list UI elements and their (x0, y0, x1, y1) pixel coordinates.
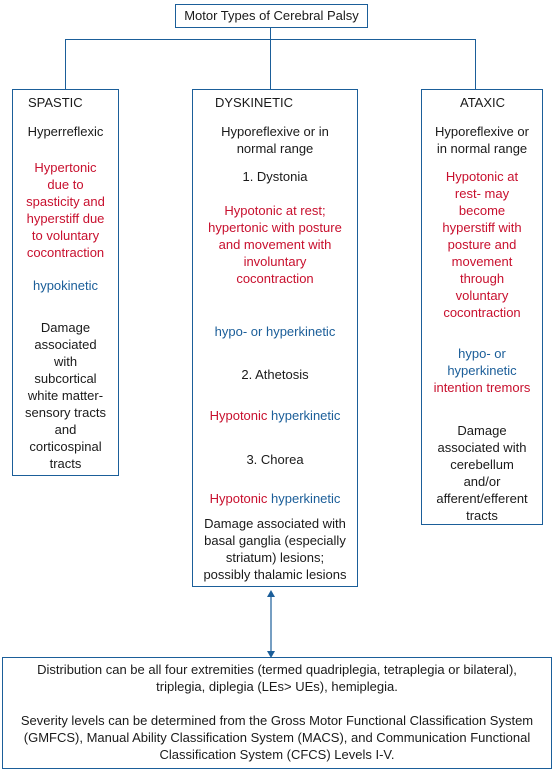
ataxic-tone: Hypotonic at rest- may become hyperstiff… (422, 168, 542, 321)
athetosis-tone-kinetic: Hypotonic hyperkinetic (193, 407, 357, 424)
ataxic-kinetic-line: hyperkinetic (447, 363, 517, 378)
ataxic-damage-line: associated with (437, 440, 527, 455)
ataxic-damage-line: Damage (457, 423, 507, 438)
chorea-tone: Hypotonic (209, 491, 268, 506)
chorea-kinetic: hyperkinetic (271, 491, 341, 506)
ataxic-damage-line: afferent/efferent (436, 491, 528, 506)
spastic-damage-line: with (53, 354, 78, 369)
spastic-damage-line: and (54, 422, 77, 437)
ataxic-damage-line: tracts (466, 508, 498, 523)
ataxic-tone-line: posture and (447, 237, 517, 252)
distribution-line: triplegia, diplegia (LEs> UEs), hemipleg… (156, 679, 398, 694)
dyskinetic-damage-line: striatum) lesions; (225, 550, 325, 565)
dystonia-tone-line: Hypotonic at rest; (224, 203, 326, 218)
spastic-damage-line: corticospinal (29, 439, 102, 454)
spastic-tone-line: hyperstiff due (26, 211, 105, 226)
distribution-line: Distribution can be all four extremities… (37, 662, 517, 677)
dyskinetic-damage-line: basal ganglia (especially (204, 533, 346, 548)
dyskinetic-heading: DYSKINETIC (215, 95, 294, 110)
dystonia-kinetic: hypo- or hyperkinetic (214, 324, 336, 339)
dyskinetic-reflex-line: normal range (236, 141, 314, 156)
spastic-damage: Damage associated with subcortical white… (13, 319, 118, 472)
ataxic-tone-line: cocontraction (443, 305, 521, 320)
dystonia-label: 1. Dystonia (242, 169, 308, 184)
spastic-damage-line: Damage (40, 320, 91, 335)
dyskinetic-damage-line: Damage associated with (204, 516, 346, 531)
spastic-heading: SPASTIC (28, 95, 83, 110)
spastic-connector-line (65, 39, 66, 89)
dyskinetic-reflex-line: Hyporeflexive or in (221, 124, 329, 139)
distribution-severity-box: Distribution can be all four extremities… (2, 657, 552, 769)
spastic-box: SPASTIC Hyperreflexic Hypertonic due to … (12, 89, 119, 476)
spastic-tone: Hypertonic due to spasticity and hyperst… (13, 159, 118, 261)
ataxic-connector-line (475, 39, 476, 89)
ataxic-kinetic-line: hypo- or (458, 346, 506, 361)
ataxic-reflex-line: in normal range (436, 141, 528, 156)
dyskinetic-damage: Damage associated with basal ganglia (es… (193, 515, 357, 583)
ataxic-kinetic: hypo- or hyperkinetic intention tremors (422, 345, 542, 396)
dystonia-tone-line: and movement with (218, 237, 332, 252)
spastic-kinetic: hypokinetic (32, 278, 99, 293)
dystonia-tone-line: involuntary (243, 254, 307, 269)
distribution-text: Distribution can be all four extremities… (9, 661, 545, 695)
severity-line: (GMFCS), Manual Ability Classification S… (23, 730, 531, 745)
dyskinetic-connector-line (270, 39, 271, 89)
ataxic-tone-line: rest- may (454, 186, 510, 201)
athetosis-label: 2. Athetosis (241, 367, 309, 382)
severity-line: Severity levels can be determined from t… (20, 713, 534, 728)
dyskinetic-box: DYSKINETIC Hyporeflexive or in normal ra… (192, 89, 358, 587)
title-connector-line (270, 28, 271, 39)
spastic-damage-line: white matter- (27, 388, 104, 403)
athetosis-kinetic: hyperkinetic (271, 408, 341, 423)
chorea-label: 3. Chorea (246, 452, 304, 467)
ataxic-reflex: Hyporeflexive or in normal range (422, 123, 542, 157)
ataxic-damage-line: and/or (463, 474, 501, 489)
spastic-damage-line: sensory tracts (25, 405, 106, 420)
ataxic-tone-line: voluntary (455, 288, 509, 303)
dystonia-tone-line: hypertonic with posture (208, 220, 342, 235)
ataxic-box: ATAXIC Hyporeflexive or in normal range … (421, 89, 543, 525)
spastic-damage-line: associated (34, 337, 97, 352)
ataxic-reflex-line: Hyporeflexive or (435, 124, 529, 139)
ataxic-kinetic-line: intention tremors (433, 380, 531, 395)
ataxic-tone-line: hyperstiff with (442, 220, 522, 235)
severity-text: Severity levels can be determined from t… (9, 712, 545, 763)
spastic-tone-line: to voluntary (31, 228, 100, 243)
dyskinetic-reflex: Hyporeflexive or in normal range (193, 123, 357, 157)
spastic-damage-line: tracts (49, 456, 82, 471)
ataxic-heading: ATAXIC (460, 95, 506, 110)
spastic-tone-line: cocontraction (26, 245, 105, 260)
dystonia-tone-line: cocontraction (236, 271, 314, 286)
double-arrow-icon (267, 590, 275, 658)
severity-line: Classification System (CFCS) Levels I-V. (159, 747, 395, 762)
spastic-tone-line: spasticity and (26, 194, 105, 209)
spastic-tone-line: due to (47, 177, 84, 192)
spastic-reflex: Hyperreflexic (27, 124, 104, 139)
ataxic-tone-line: Hypotonic at (445, 169, 519, 184)
athetosis-tone: Hypotonic (209, 408, 268, 423)
ataxic-tone-line: become (458, 203, 506, 218)
spastic-damage-line: subcortical (34, 371, 97, 386)
ataxic-damage-line: cerebellum (450, 457, 514, 472)
ataxic-tone-line: movement (451, 254, 513, 269)
ataxic-tone-line: through (459, 271, 505, 286)
dyskinetic-damage-line: possibly thalamic lesions (203, 567, 347, 582)
ataxic-damage: Damage associated with cerebellum and/or… (422, 422, 542, 524)
diagram-title: Motor Types of Cerebral Palsy (175, 4, 368, 28)
chorea-tone-kinetic: Hypotonic hyperkinetic (193, 490, 357, 507)
dystonia-tone: Hypotonic at rest; hypertonic with postu… (193, 202, 357, 287)
spastic-tone-line: Hypertonic (34, 160, 97, 175)
